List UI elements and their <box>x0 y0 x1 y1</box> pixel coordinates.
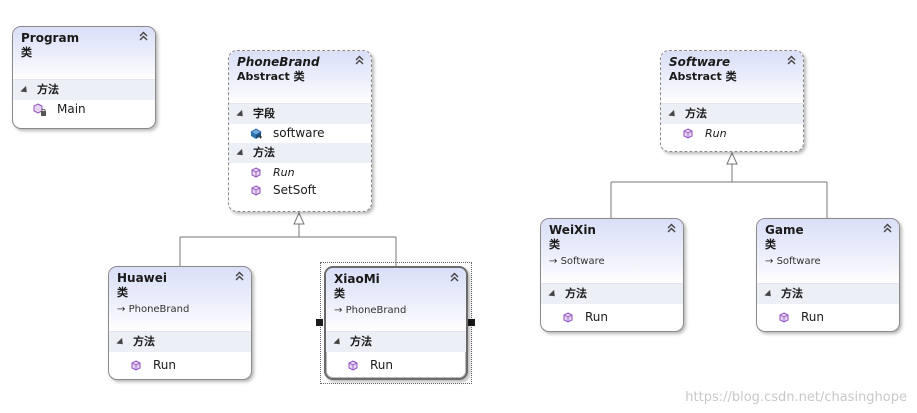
method-icon <box>348 359 358 371</box>
method-run[interactable]: Run <box>757 304 899 330</box>
class-header: PhoneBrand Abstract 类 <box>229 51 371 104</box>
class-phonebrand[interactable]: PhoneBrand Abstract 类 字段 software 方法 Run… <box>228 50 372 212</box>
class-header: XiaoMi 类 → PhoneBrand <box>326 268 466 332</box>
class-name: XiaoMi <box>334 272 380 286</box>
expand-triangle-icon <box>236 109 246 119</box>
method-setsoft[interactable]: SetSoft <box>229 181 371 200</box>
expand-triangle-icon <box>668 109 678 119</box>
class-kind: Abstract 类 <box>237 70 305 83</box>
method-icon <box>251 166 261 178</box>
expand-triangle-icon <box>764 289 774 299</box>
base-class: → Software <box>549 256 605 267</box>
protected-field-icon <box>250 128 262 139</box>
methods-section-header[interactable]: 方法 <box>326 332 466 352</box>
method-main[interactable]: Main <box>13 100 155 119</box>
class-header: Software Abstract 类 <box>661 51 803 104</box>
class-name: Huawei <box>117 271 168 285</box>
collapse-chevron-icon[interactable] <box>882 222 893 233</box>
methods-section-header[interactable]: 方法 <box>229 143 371 163</box>
class-huawei[interactable]: Huawei 类 → PhoneBrand 方法 Run <box>108 266 252 380</box>
expand-triangle-icon <box>548 289 558 299</box>
fields-section-header[interactable]: 字段 <box>229 104 371 124</box>
collapse-chevron-icon[interactable] <box>138 30 149 41</box>
expand-triangle-icon <box>116 337 126 347</box>
watermark: https://blog.csdn.net/chasinghope <box>685 390 907 405</box>
inherit-arrow-icon: → <box>549 256 558 267</box>
base-class: → PhoneBrand <box>334 305 407 316</box>
collapse-chevron-icon[interactable] <box>666 222 677 233</box>
methods-section-header[interactable]: 方法 <box>13 80 155 100</box>
class-game[interactable]: Game 类 → Software 方法 Run <box>756 218 900 332</box>
software-inheritance-arrow <box>726 151 738 165</box>
collapse-chevron-icon[interactable] <box>234 270 245 281</box>
method-run[interactable]: Run <box>661 124 803 143</box>
method-run[interactable]: Run <box>541 304 683 330</box>
class-kind: 类 <box>549 238 560 251</box>
class-program[interactable]: Program 类 方法 Main <box>12 26 156 129</box>
class-software[interactable]: Software Abstract 类 方法 Run <box>660 50 804 152</box>
collapse-chevron-icon[interactable] <box>354 54 365 65</box>
method-icon <box>251 184 261 196</box>
inherit-arrow-icon: → <box>765 256 774 267</box>
methods-section-header[interactable]: 方法 <box>541 284 683 304</box>
selection-handle-right[interactable] <box>468 319 475 326</box>
phonebrand-inheritance-arrow <box>293 211 305 225</box>
class-name: WeiXin <box>549 223 596 237</box>
class-kind: 类 <box>21 46 32 59</box>
methods-section-header[interactable]: 方法 <box>757 284 899 304</box>
expand-triangle-icon <box>236 148 246 158</box>
method-icon <box>563 311 573 323</box>
method-run[interactable]: Run <box>326 352 466 378</box>
class-header: Game 类 → Software <box>757 219 899 284</box>
method-run[interactable]: Run <box>229 163 371 182</box>
method-run[interactable]: Run <box>109 352 251 378</box>
private-method-icon <box>33 102 46 116</box>
expand-triangle-icon <box>20 85 30 95</box>
method-icon <box>683 127 693 139</box>
collapse-chevron-icon[interactable] <box>449 271 460 282</box>
base-class: → Software <box>765 256 821 267</box>
class-kind: Abstract 类 <box>669 70 737 83</box>
class-header: Program 类 <box>13 27 155 80</box>
method-icon <box>131 359 141 371</box>
inherit-arrow-icon: → <box>334 305 343 316</box>
class-header: Huawei 类 → PhoneBrand <box>109 267 251 332</box>
class-name: Program <box>21 31 80 45</box>
methods-section-header[interactable]: 方法 <box>109 332 251 352</box>
class-name: PhoneBrand <box>237 55 320 69</box>
methods-section-header[interactable]: 方法 <box>661 104 803 124</box>
class-header: WeiXin 类 → Software <box>541 219 683 284</box>
class-name: Software <box>669 55 731 69</box>
class-xiaomi[interactable]: XiaoMi 类 → PhoneBrand 方法 Run <box>324 266 468 380</box>
class-kind: 类 <box>117 286 128 299</box>
method-icon <box>779 311 789 323</box>
base-class: → PhoneBrand <box>117 304 190 315</box>
field-software[interactable]: software <box>229 124 371 143</box>
class-kind: 类 <box>334 287 345 300</box>
class-kind: 类 <box>765 238 776 251</box>
inherit-arrow-icon: → <box>117 304 126 315</box>
selection-handle-left[interactable] <box>316 319 323 326</box>
class-name: Game <box>765 223 804 237</box>
expand-triangle-icon <box>333 337 343 347</box>
class-weixin[interactable]: WeiXin 类 → Software 方法 Run <box>540 218 684 332</box>
collapse-chevron-icon[interactable] <box>786 54 797 65</box>
